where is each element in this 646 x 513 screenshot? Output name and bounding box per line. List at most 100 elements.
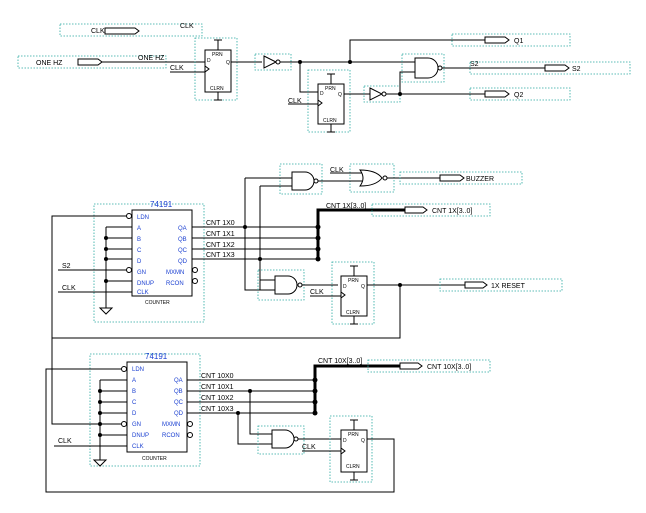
svg-text:CLRN: CLRN — [210, 86, 224, 92]
junction — [104, 257, 108, 261]
svg-text:Q: Q — [361, 284, 365, 290]
svg-text:Q: Q — [226, 60, 230, 66]
svg-text:QB: QB — [174, 389, 183, 395]
counter1-clk-label: CLK — [62, 285, 76, 292]
dff1-clk-label: CLK — [170, 65, 184, 72]
svg-text:QC: QC — [178, 248, 188, 254]
svg-text:S2: S2 — [572, 66, 581, 73]
wire-10x-reset-feedback — [45, 368, 395, 493]
svg-text:DNUP: DNUP — [132, 433, 149, 439]
svg-text:CLK: CLK — [137, 290, 149, 296]
svg-text:D: D — [132, 411, 137, 417]
counter1-s2-label: S2 — [62, 263, 71, 270]
wire — [237, 413, 272, 445]
counter-74191-10x[interactable]: 74191 COUNTER LDN A B C D GN DNUP CLK QA… — [89, 352, 201, 467]
svg-text:CLK: CLK — [91, 28, 105, 35]
svg-text:CNT 1X[3..0]: CNT 1X[3..0] — [432, 208, 472, 215]
svg-text:COUNTER: COUNTER — [145, 300, 170, 306]
svg-text:PRN: PRN — [325, 86, 336, 92]
svg-text:D: D — [343, 284, 347, 290]
svg-text:CNT 1X2: CNT 1X2 — [206, 242, 235, 249]
dff-2[interactable]: PRN CLRN D Q — [307, 69, 351, 133]
svg-text:D: D — [207, 58, 211, 64]
svg-text:DNUP: DNUP — [137, 281, 154, 287]
svg-text:CNT 1X0: CNT 1X0 — [206, 220, 235, 227]
wire — [299, 62, 318, 93]
dff3-clk-label: CLK — [310, 289, 324, 296]
svg-text:Q1: Q1 — [514, 38, 523, 45]
junction — [98, 400, 102, 404]
buzzer-output[interactable]: BUZZER — [399, 171, 523, 185]
dff-3[interactable]: PRN CLRN D Q — [331, 261, 375, 325]
buzzer-clk-label: CLK — [330, 167, 344, 174]
svg-text:C: C — [132, 400, 137, 406]
svg-text:QA: QA — [178, 226, 187, 232]
svg-text:QD: QD — [178, 259, 188, 265]
bus-cnt1x — [316, 208, 405, 227]
svg-text:A: A — [137, 226, 141, 232]
counter-74191-1x[interactable]: 74191 COUNTER LDN A B C D GN DNUP CLK QA… — [93, 200, 205, 323]
junction — [104, 236, 108, 240]
svg-text:CNT 1X3: CNT 1X3 — [206, 252, 235, 259]
svg-text:1X RESET: 1X RESET — [491, 283, 526, 290]
svg-text:CLRN: CLRN — [346, 464, 360, 470]
and-gate-s2[interactable] — [401, 53, 445, 83]
svg-text:QD: QD — [174, 411, 184, 417]
svg-text:CNT 10X0: CNT 10X0 — [201, 373, 234, 380]
wire-q1 — [349, 39, 485, 62]
svg-text:C: C — [137, 248, 142, 254]
svg-text:CNT 10X3: CNT 10X3 — [201, 406, 234, 413]
svg-text:ONE HZ: ONE HZ — [36, 60, 63, 67]
svg-text:GN: GN — [137, 270, 146, 276]
svg-text:PRN: PRN — [348, 432, 359, 438]
svg-text:COUNTER: COUNTER — [142, 456, 167, 462]
svg-text:CLK: CLK — [132, 444, 144, 450]
junction — [104, 279, 108, 283]
1x-reset-output[interactable]: 1X RESET — [439, 278, 563, 292]
dff-1[interactable]: PRN CLRN D Q — [194, 37, 238, 101]
svg-text:B: B — [132, 389, 136, 395]
svg-text:QA: QA — [174, 378, 183, 384]
svg-text:BUZZER: BUZZER — [466, 176, 494, 183]
svg-text:74191: 74191 — [145, 352, 168, 361]
junction — [104, 247, 108, 251]
not-gate-2[interactable] — [363, 85, 401, 103]
svg-text:CNT 10X1: CNT 10X1 — [201, 384, 234, 391]
one-hz-net-label: ONE HZ — [138, 55, 165, 62]
svg-text:CNT 1X1: CNT 1X1 — [206, 231, 235, 238]
svg-text:Q: Q — [338, 92, 342, 98]
and-gate-1x-reset[interactable] — [257, 269, 305, 301]
cnt1x-output[interactable]: CNT 1X[3..0] — [371, 203, 491, 217]
clk-input-top[interactable]: CLK CLK — [59, 23, 203, 37]
junction — [98, 411, 102, 415]
and-gate-10x[interactable] — [257, 425, 305, 455]
not-gate-1[interactable] — [254, 53, 292, 71]
svg-text:QB: QB — [178, 237, 187, 243]
s2-net-label: S2 — [470, 61, 479, 68]
cnt10x-output[interactable]: CNT 10X[3..0] — [367, 359, 491, 373]
svg-text:Q: Q — [361, 438, 365, 444]
junction — [243, 225, 247, 229]
svg-text:PRN: PRN — [348, 278, 359, 284]
q2-output[interactable]: Q2 — [469, 87, 571, 101]
svg-text:D: D — [320, 91, 324, 97]
svg-text:CLRN: CLRN — [346, 310, 360, 316]
clk-net-label: CLK — [180, 23, 194, 30]
svg-text:RCON: RCON — [166, 281, 184, 287]
svg-text:LDN: LDN — [137, 215, 149, 221]
svg-text:MXMN: MXMN — [166, 270, 184, 276]
cnt1x-bus-label: CNT 1X[3..0] — [326, 203, 366, 210]
s2-output[interactable]: S2 — [469, 61, 631, 75]
dff4-clk-label: CLK — [302, 444, 316, 451]
dff-4[interactable]: PRN CLRN D Q — [329, 415, 373, 483]
svg-text:GN: GN — [132, 422, 141, 428]
svg-text:RCON: RCON — [162, 433, 180, 439]
nand-gate-1x[interactable] — [279, 163, 323, 195]
svg-text:CLRN: CLRN — [323, 118, 337, 124]
svg-text:MXMN: MXMN — [162, 422, 180, 428]
bus-cnt10x — [313, 364, 400, 413]
q1-output[interactable]: Q1 — [451, 33, 571, 47]
wire — [244, 178, 262, 291]
junction — [98, 389, 102, 393]
